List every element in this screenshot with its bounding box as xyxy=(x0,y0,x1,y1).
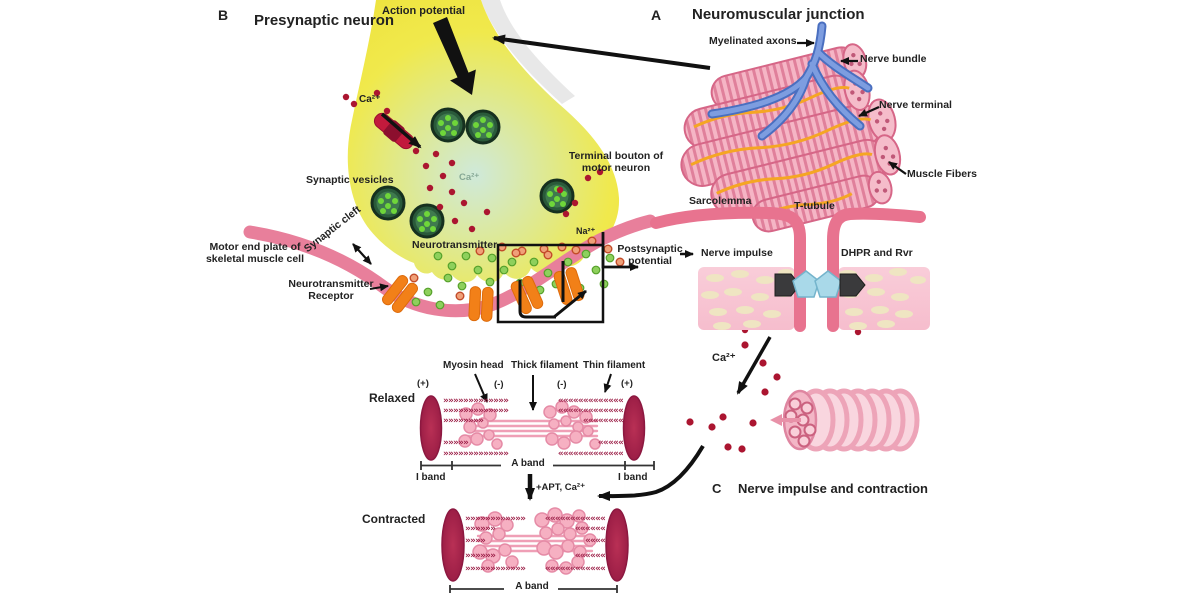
calcium-center-label: Ca²⁺ xyxy=(459,172,480,183)
panel-c-letter: C xyxy=(712,481,722,496)
thick-filament-label: Thick filament xyxy=(511,360,579,371)
calcium-top-label: Ca²⁺ xyxy=(359,94,381,105)
thin-filament-label: Thin filament xyxy=(583,360,646,371)
svg-text:«««««««««««««: ««««««««««««« xyxy=(558,406,623,416)
sarcolemma-label: Sarcolemma xyxy=(689,195,752,207)
inset-zoom-box xyxy=(496,243,605,324)
apt-ca-label: +APT, Ca²⁺ xyxy=(536,482,586,493)
panel-c-title: Nerve impulse and contraction xyxy=(738,481,928,496)
svg-text:»»»»: »»»» xyxy=(465,536,486,546)
panel-b-title: Presynaptic neuron xyxy=(254,12,395,29)
svg-text:»»»»»»: »»»»»» xyxy=(465,524,496,534)
neurotransmitter-label: Neurotransmitter xyxy=(412,239,498,251)
svg-text:»»»»»»»»»»»»»: »»»»»»»»»»»»» xyxy=(443,449,509,459)
panel-a-pointer-arrows xyxy=(797,39,907,175)
contracting-fiber xyxy=(770,388,920,452)
svg-text:«««««««««««««: ««««««««««««« xyxy=(558,449,623,459)
c-to-contraction-curve-arrow xyxy=(597,444,705,502)
svg-text:««««: «««« xyxy=(585,536,605,546)
ion-flow-arrows xyxy=(518,261,587,319)
plus-right-label: (+) xyxy=(621,378,633,389)
motor-end-plate-label: Motor end plate of skeletal muscle cell xyxy=(205,241,305,265)
action-potential-label: Action potential xyxy=(382,5,466,17)
a-band-relaxed-label: A band xyxy=(511,458,545,469)
panel-b-letter: B xyxy=(218,7,229,23)
i-band-left-label: I band xyxy=(416,472,446,483)
neurotransmitter-receptor-label: Neurotransmitter Receptor xyxy=(288,278,374,302)
receptor-pointer-arrow xyxy=(369,283,389,292)
dhpr-ryr-complexes xyxy=(774,270,866,298)
svg-text:««««««««: «««««««« xyxy=(583,416,623,426)
plus-left-label: (+) xyxy=(417,378,429,389)
minus-left-label: (-) xyxy=(494,379,504,390)
contracted-label: Contracted xyxy=(362,512,426,526)
dhpr-label: DHPR and Rvr xyxy=(841,247,913,259)
minus-right-label: (-) xyxy=(557,379,567,390)
svg-text:»»»»»»»»: »»»»»»»» xyxy=(443,416,484,426)
action-potential-arrow xyxy=(433,17,476,95)
neurotransmitter-dots-orange xyxy=(409,236,625,301)
synaptic-vesicles-label: Synaptic vesicles xyxy=(306,174,394,186)
relaxed-sarcomere xyxy=(419,373,655,470)
svg-text:»»»»»: »»»»» xyxy=(443,438,469,448)
contracted-sarcomere xyxy=(441,507,629,593)
neurotransmitter-dots-green xyxy=(411,249,615,310)
nerve-terminal-label: Nerve terminal xyxy=(879,99,952,111)
chevron-rows: »»»»»»»»»»»»»»»»»»»»»»»»»»»»»»»»»»»»»»»»… xyxy=(443,396,624,574)
nerve-bundle-branches-inner xyxy=(709,23,871,139)
myelinated-axons-label: Myelinated axons xyxy=(709,35,797,47)
svg-text:««««««: «««««« xyxy=(575,524,605,534)
svg-text:««««««««««««: «««««««««««« xyxy=(545,514,605,524)
svg-text:»»»»»»»»»»»»»: »»»»»»»»»»»»» xyxy=(443,396,509,406)
sodium-label: Na²⁺ xyxy=(576,226,596,236)
postsynaptic-potential-label: Postsynaptic potential xyxy=(617,243,683,267)
synaptic-vesicles xyxy=(370,107,575,239)
synaptic-cleft-double-arrow xyxy=(352,243,372,265)
panel-a-letter: A xyxy=(651,7,662,23)
svg-text:»»»»»»: »»»»»» xyxy=(465,551,496,561)
svg-text:«««««: ««««« xyxy=(598,438,623,448)
axon-shadow xyxy=(481,0,575,104)
myosin-head-label: Myosin head xyxy=(443,360,504,371)
svg-text:»»»»»»»»»»»»»: »»»»»»»»»»»»» xyxy=(443,406,509,416)
box-to-postsynaptic-arrow xyxy=(601,232,639,271)
calcium-channel xyxy=(373,112,415,150)
panel-a-title: Neuromuscular junction xyxy=(692,6,865,23)
terminal-bouton-label: Terminal bouton of motor neuron xyxy=(568,150,664,174)
i-band-right-label: I band xyxy=(618,472,648,483)
sarcolemma-t-tubule-membrane xyxy=(650,206,926,332)
nerve-bundle-label: Nerve bundle xyxy=(860,53,927,65)
panel-a-to-b-arrow xyxy=(492,34,711,70)
muscle-fiber-bundle xyxy=(680,43,902,233)
svg-text:««««««««««««: «««««««««««« xyxy=(545,564,605,574)
svg-text:»»»»»»»»»»»»: »»»»»»»»»»»» xyxy=(465,514,526,524)
calcium-release-label: Ca²⁺ xyxy=(712,352,736,364)
relaxed-label: Relaxed xyxy=(369,391,416,405)
nerve-impulse-label: Nerve impulse xyxy=(701,247,773,259)
svg-text:«««««««««««««: ««««««««««««« xyxy=(558,396,623,406)
t-tubule-label: T-tubule xyxy=(794,200,835,212)
svg-text:««««««: «««««« xyxy=(575,551,605,561)
ca-release-arrow xyxy=(736,336,772,395)
calcium-entry-arrow xyxy=(380,112,422,149)
muscle-fibers-label: Muscle Fibers xyxy=(907,168,978,180)
a-band-contracted-label: A band xyxy=(515,581,549,592)
svg-text:»»»»»»»»»»»»: »»»»»»»»»»»» xyxy=(465,564,526,574)
t-tubule-tissue xyxy=(698,267,930,330)
